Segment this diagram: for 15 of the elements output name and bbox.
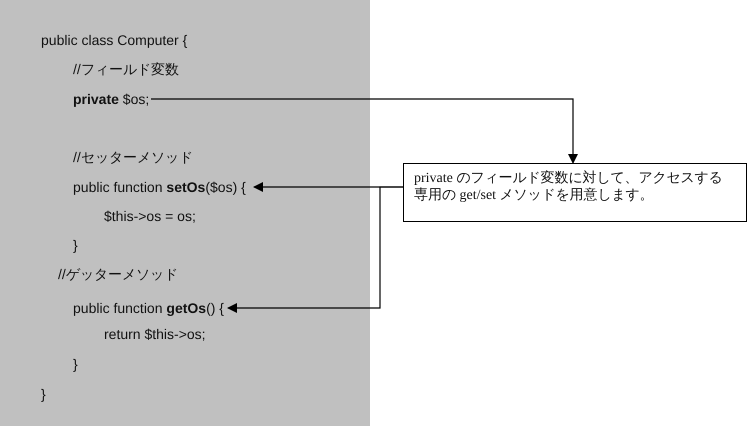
code-line: $this->os = os;: [104, 207, 196, 225]
code-comment: //ゲッターメソッド: [58, 265, 178, 283]
arrow: [151, 98, 578, 164]
code-line: public function setOs($os) {: [73, 178, 246, 196]
code-comment: //セッターメソッド: [73, 148, 193, 166]
code-line: return $this->os;: [104, 325, 206, 343]
code-line: public function getOs() {: [73, 299, 224, 317]
code-line: private $os;: [73, 90, 150, 108]
callout-box: private のフィールド変数に対して、アクセスする専用の get/set メソッドを用意します。: [403, 163, 747, 222]
code-comment: //フィールド変数: [73, 60, 179, 78]
code-line: }: [73, 355, 78, 373]
code-line: }: [73, 236, 78, 254]
arrow: [227, 186, 403, 313]
code-line: public class Computer {: [41, 31, 188, 49]
code-line: }: [41, 385, 46, 403]
